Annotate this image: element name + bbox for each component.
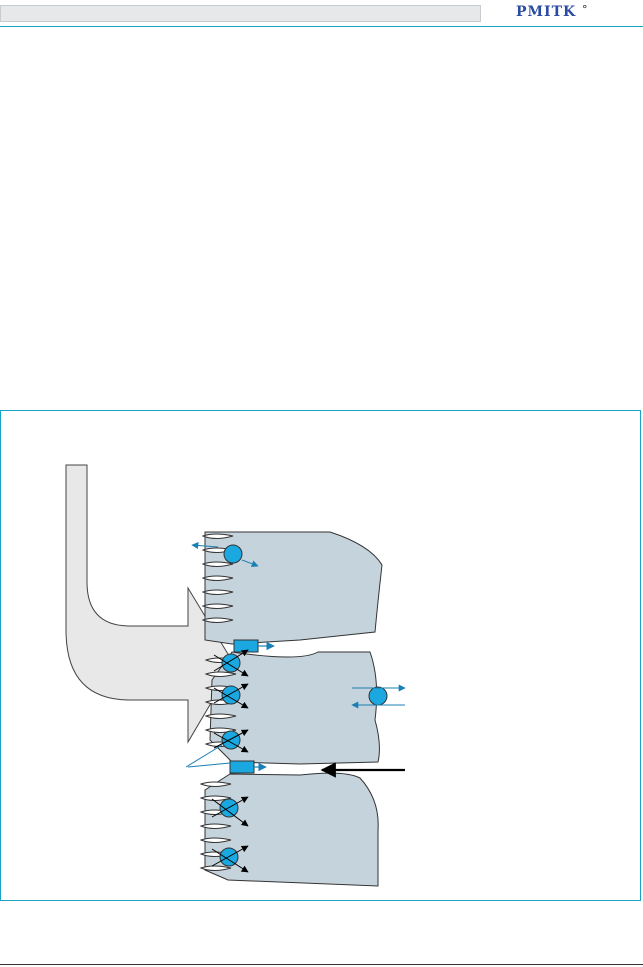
microvilli-top xyxy=(201,533,234,623)
cotransporter-icon xyxy=(185,729,249,768)
pump-icon xyxy=(351,684,406,709)
microvilli-bottom xyxy=(199,781,232,871)
cotransporter-icon xyxy=(211,845,249,873)
publisher-logo: PMITK xyxy=(516,4,577,20)
cotransporter-icon xyxy=(213,683,249,709)
channel-icon xyxy=(187,760,267,774)
header-marker: ° xyxy=(582,3,588,16)
page-header: PMITK ° xyxy=(0,0,643,28)
header-bar xyxy=(0,5,481,22)
cotransporter-icon xyxy=(213,649,249,677)
cotransporter-icon xyxy=(211,796,249,827)
cell-bottom xyxy=(204,772,379,887)
cell-top xyxy=(204,531,383,645)
footer-rule xyxy=(0,964,643,965)
figure-frame xyxy=(0,410,641,901)
header-rule xyxy=(0,26,643,27)
pump-icon xyxy=(191,541,259,568)
